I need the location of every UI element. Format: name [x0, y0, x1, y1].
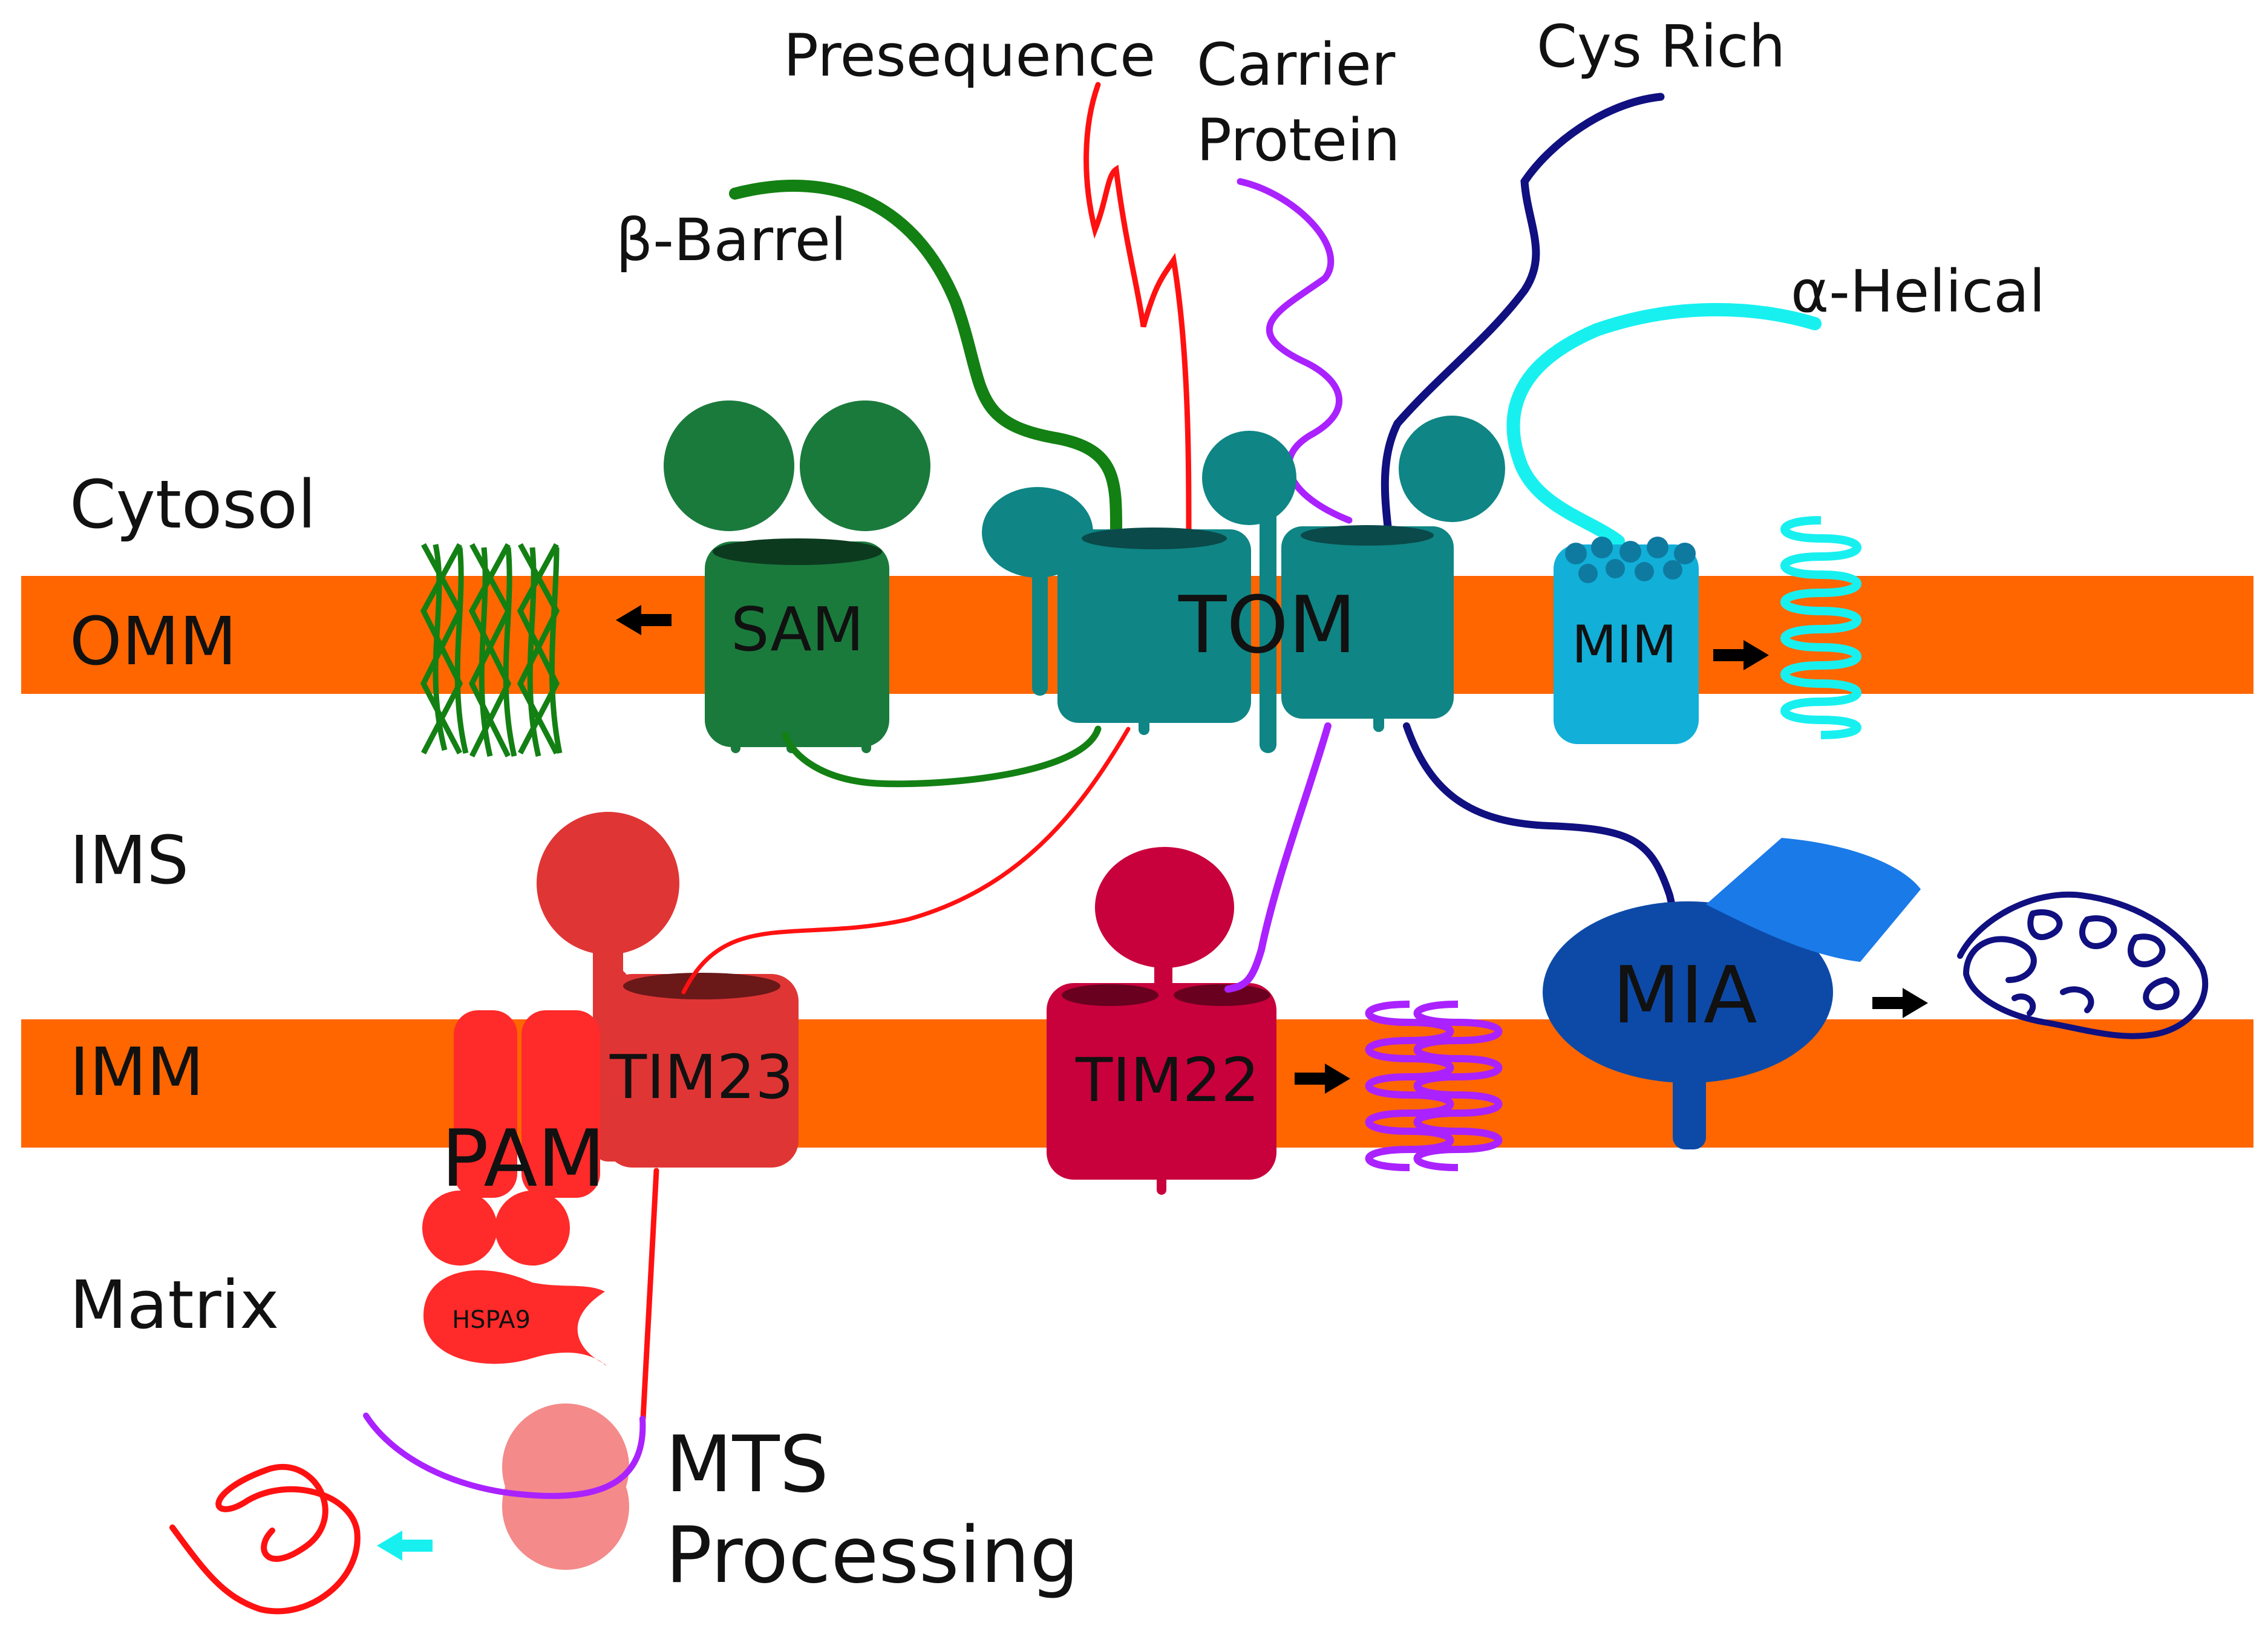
- carrier-product: [1365, 1001, 1503, 1171]
- tom-channel-left: [1057, 529, 1251, 723]
- tim23-head: [537, 812, 679, 955]
- right-arrow-icon: [1713, 640, 1769, 670]
- region-imm: IMM: [70, 1033, 204, 1111]
- right-arrow-icon-2: [1295, 1064, 1350, 1094]
- tom-foot-2: [1373, 708, 1384, 732]
- beta-barrel-ims-chain: [782, 725, 1102, 788]
- sam-head-left: [664, 400, 794, 531]
- alpha-helical-chain: [1506, 302, 1822, 548]
- pam-complex: HSPA9 PAM: [422, 1010, 606, 1366]
- label-beta-barrel: β-Barrel: [616, 206, 846, 274]
- presequence-chain: [1083, 82, 1192, 538]
- sam-body: [705, 541, 889, 747]
- cys-rich-product: [1957, 891, 2209, 1039]
- cyan-left-arrow-icon: [377, 1531, 433, 1561]
- tom-receptor-mid: [1202, 431, 1296, 525]
- mia-complex: MIA: [1543, 838, 1921, 1149]
- sam-foot-1: [731, 729, 740, 753]
- sam-pore: [713, 538, 882, 565]
- label-alpha-helical: α-Helical: [1791, 258, 2045, 325]
- tom-receptor-mid-stem: [1260, 484, 1276, 753]
- tom-pore-right: [1301, 525, 1434, 546]
- folded-matrix-protein: [169, 1463, 361, 1615]
- sam-label: SAM: [731, 594, 864, 665]
- sam-head-right: [800, 400, 930, 531]
- beta-barrel-product: [420, 543, 563, 758]
- pam-segment-1: [454, 1010, 517, 1198]
- presequence-matrix-chain: [640, 1168, 659, 1422]
- pam-ball-2: [495, 1191, 570, 1266]
- pam-ball-1: [422, 1191, 497, 1266]
- hspa9: [423, 1270, 606, 1366]
- tim22-label: TIM22: [1075, 1045, 1260, 1116]
- label-cys-rich: Cys Rich: [1537, 13, 1785, 80]
- left-arrow-icon: [616, 605, 672, 635]
- tim23-body: [605, 974, 799, 1168]
- tom-foot-1: [1139, 711, 1149, 735]
- presequence-ims-chain: [681, 727, 1131, 995]
- tim23-pore: [623, 973, 780, 999]
- carrier-ims-chain: [1224, 722, 1332, 993]
- tom-label: TOM: [1178, 579, 1356, 671]
- tom-pore-left: [1082, 528, 1227, 549]
- mim-complex: MIM: [1554, 537, 1699, 744]
- region-matrix: Matrix: [70, 1266, 279, 1344]
- pam-label: PAM: [441, 1113, 605, 1204]
- region-ims: IMS: [70, 822, 189, 899]
- tim22-pore-left: [1062, 984, 1159, 1006]
- mts-processing-line1: MTS: [665, 1420, 829, 1510]
- tim22-body: [1047, 983, 1276, 1180]
- pam-segment-2: [521, 1010, 600, 1198]
- region-cytosol: Cytosol: [70, 466, 316, 543]
- mts-processor-bottom: [502, 1443, 629, 1570]
- label-carrier-line1: Carrier: [1197, 31, 1396, 99]
- tom-receptor-left-stem: [1032, 569, 1048, 696]
- label-carrier-line2: Protein: [1197, 106, 1400, 174]
- mts-processor: [502, 1403, 629, 1570]
- mim-dots: [1565, 537, 1696, 583]
- mim-body: [1554, 544, 1699, 744]
- tim23-label: TIM23: [609, 1042, 794, 1113]
- tom-channel-right: [1281, 526, 1454, 719]
- tim22-complex: TIM22: [1047, 847, 1276, 1195]
- right-arrow-icon-3: [1872, 988, 1928, 1018]
- beta-barrel-chain: [729, 179, 1123, 547]
- mature-chain: [363, 1413, 646, 1499]
- cys-rich-chain: [1381, 93, 1665, 537]
- region-omm: OMM: [70, 603, 237, 680]
- hspa9-label: HSPA9: [452, 1306, 531, 1334]
- mts-processing-line2: Processing: [665, 1511, 1079, 1601]
- mia-label: MIA: [1612, 949, 1757, 1041]
- tim22-foot: [1157, 1168, 1166, 1195]
- tim23-complex: TIM23: [537, 812, 799, 1168]
- tom-complex: TOM: [982, 416, 1505, 753]
- mia-cap: [1706, 838, 1921, 962]
- alpha-helical-product: [1780, 516, 1861, 739]
- mia-body: [1543, 901, 1833, 1083]
- label-presequence: Presequence: [783, 22, 1155, 90]
- tim22-pore-right: [1174, 984, 1270, 1006]
- tim22-head: [1095, 847, 1234, 968]
- sam-complex: SAM: [664, 400, 930, 753]
- sam-foot-3: [861, 729, 871, 753]
- mim-label: MIM: [1572, 615, 1677, 675]
- tom-receptor-right: [1399, 416, 1505, 522]
